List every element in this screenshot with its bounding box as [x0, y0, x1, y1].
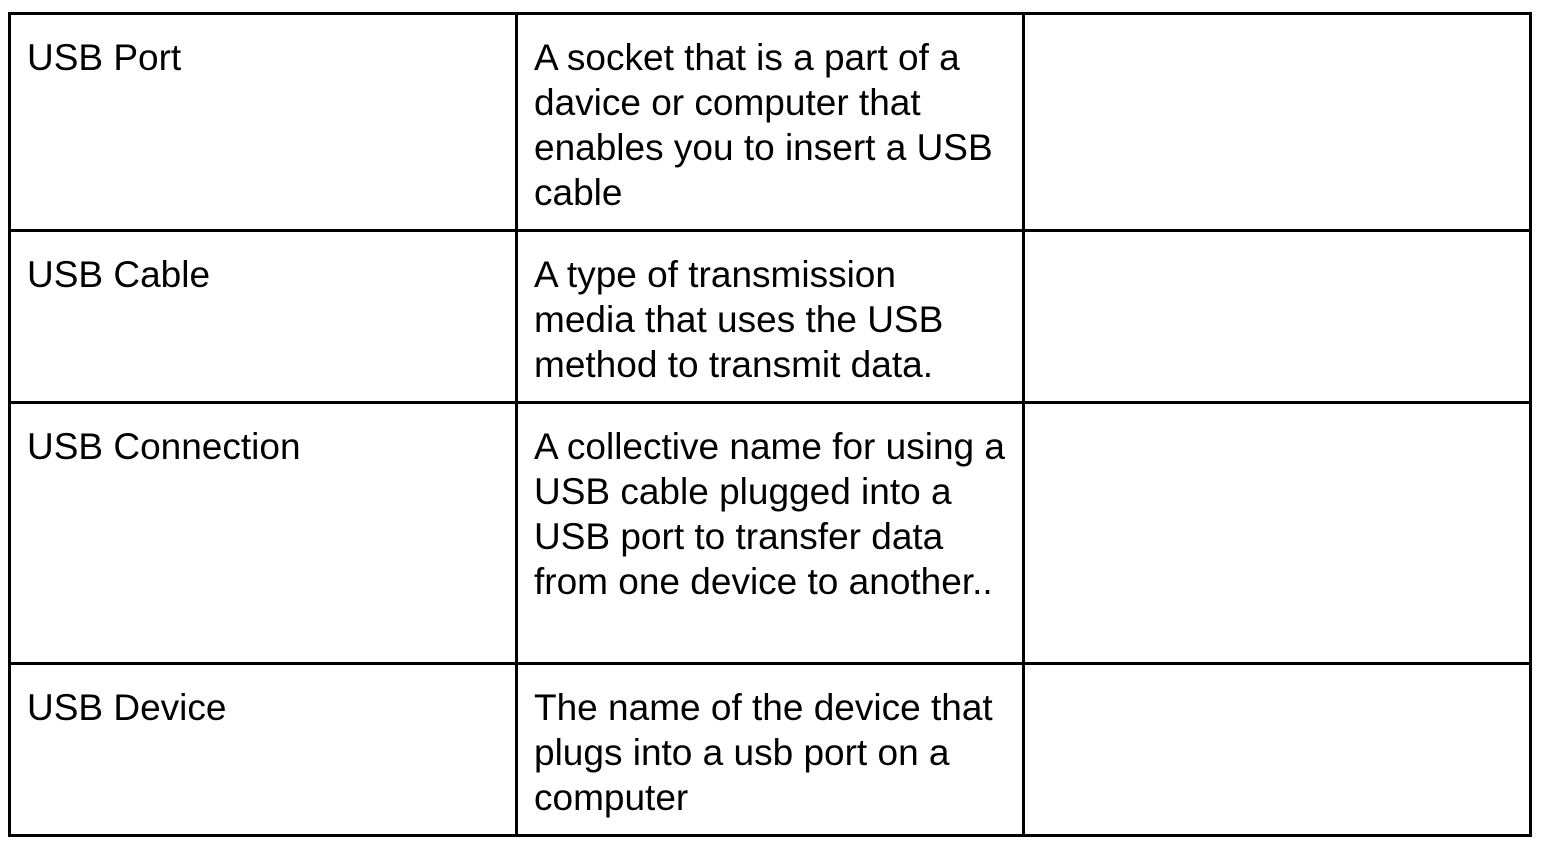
table-row: USB Device The name of the device that p…	[8, 662, 1532, 837]
table-row: USB Port A socket that is a part of a da…	[8, 12, 1532, 232]
term-cell: USB Connection	[8, 401, 518, 665]
definition-cell: A socket that is a part of a davice or c…	[515, 12, 1025, 232]
term-cell: USB Cable	[8, 229, 518, 404]
table-row: USB Connection A collective name for usi…	[8, 401, 1532, 665]
term-cell: USB Device	[8, 662, 518, 837]
empty-cell	[1022, 662, 1532, 837]
empty-cell	[1022, 229, 1532, 404]
definition-cell: The name of the device that plugs into a…	[515, 662, 1025, 837]
definition-cell: A type of transmission media that uses t…	[515, 229, 1025, 404]
empty-cell	[1022, 12, 1532, 232]
table-row: USB Cable A type of transmission media t…	[8, 229, 1532, 404]
definition-cell: A collective name for using a USB cable …	[515, 401, 1025, 665]
usb-terms-table: USB Port A socket that is a part of a da…	[8, 12, 1532, 837]
term-cell: USB Port	[8, 12, 518, 232]
empty-cell	[1022, 401, 1532, 665]
